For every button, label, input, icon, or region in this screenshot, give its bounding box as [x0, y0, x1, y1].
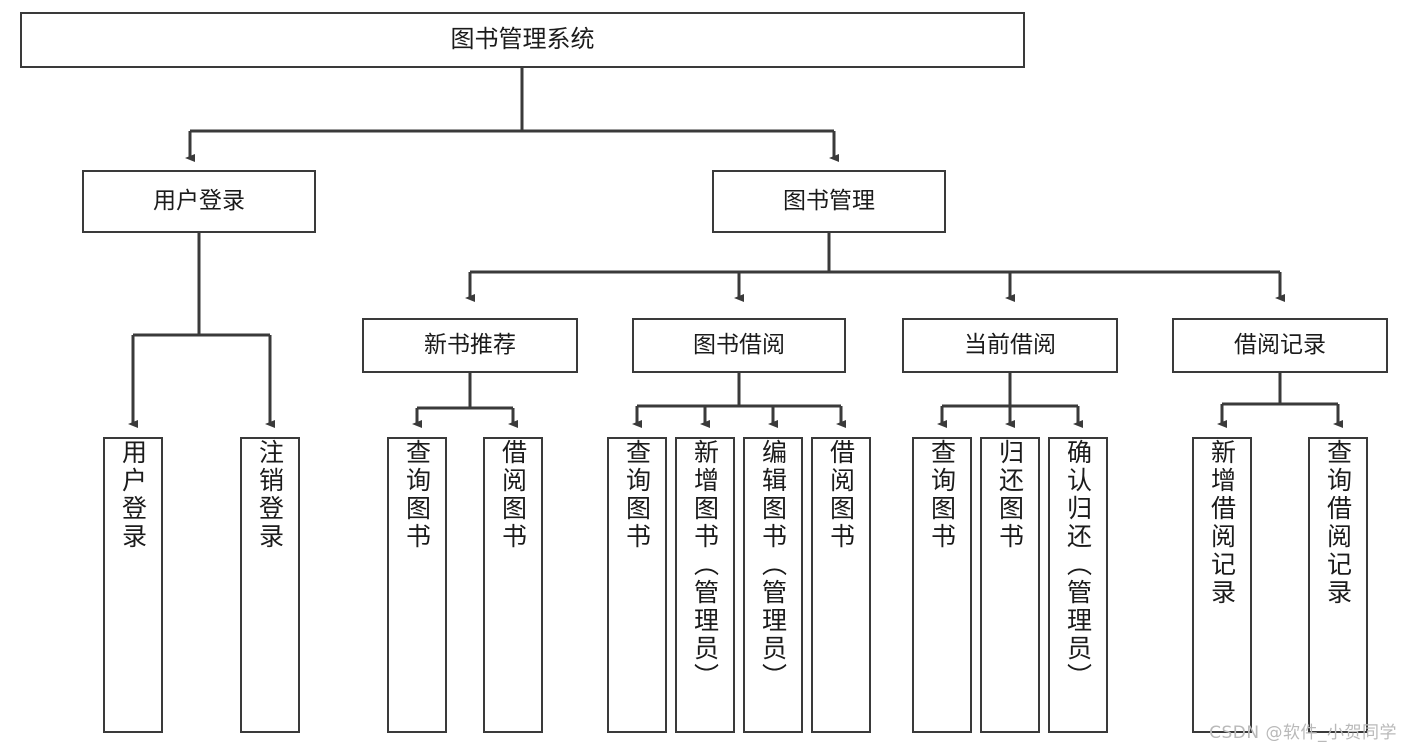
node-label: 用户登录 — [118, 439, 148, 551]
node-label: 图书管理系统 — [450, 25, 595, 54]
node-borrow-record[interactable]: 借阅记录 — [1172, 318, 1388, 373]
leaf-add-borrow-record[interactable]: 新增借阅记录 — [1192, 437, 1252, 733]
node-label: 归还图书 — [995, 439, 1025, 551]
node-label: 当前借阅 — [964, 332, 1056, 359]
node-book-management[interactable]: 图书管理 — [712, 170, 946, 233]
node-label: 确认归还（管理员） — [1063, 439, 1093, 691]
node-new-book-recommendation[interactable]: 新书推荐 — [362, 318, 578, 373]
node-label: 新书推荐 — [424, 332, 516, 359]
node-root-book-management-system[interactable]: 图书管理系统 — [20, 12, 1025, 68]
leaf-borrow-book[interactable]: 借阅图书 — [811, 437, 871, 733]
node-label: 借阅图书 — [498, 439, 528, 551]
node-label: 借阅图书 — [826, 439, 856, 551]
leaf-confirm-return-admin[interactable]: 确认归还（管理员） — [1048, 437, 1108, 733]
leaf-logout[interactable]: 注销登录 — [240, 437, 300, 733]
leaf-query-book-current[interactable]: 查询图书 — [912, 437, 972, 733]
leaf-borrow-book-new[interactable]: 借阅图书 — [483, 437, 543, 733]
node-current-borrowing[interactable]: 当前借阅 — [902, 318, 1118, 373]
leaf-edit-book-admin[interactable]: 编辑图书（管理员） — [743, 437, 803, 733]
leaf-query-book-new[interactable]: 查询图书 — [387, 437, 447, 733]
leaf-return-book[interactable]: 归还图书 — [980, 437, 1040, 733]
leaf-query-book-borrow[interactable]: 查询图书 — [607, 437, 667, 733]
leaf-query-borrow-record[interactable]: 查询借阅记录 — [1308, 437, 1368, 733]
leaf-user-login[interactable]: 用户登录 — [103, 437, 163, 733]
leaf-add-book-admin[interactable]: 新增图书（管理员） — [675, 437, 735, 733]
node-book-borrowing[interactable]: 图书借阅 — [632, 318, 846, 373]
node-label: 查询借阅记录 — [1323, 439, 1353, 607]
node-label: 查询图书 — [622, 439, 652, 551]
node-label: 查询图书 — [927, 439, 957, 551]
node-label: 编辑图书（管理员） — [758, 439, 788, 691]
node-label: 图书借阅 — [693, 332, 785, 359]
node-label: 查询图书 — [402, 439, 432, 551]
node-label: 新增借阅记录 — [1207, 439, 1237, 607]
watermark: CSDN @软件_小贺同学 — [1209, 723, 1397, 743]
node-label: 新增图书（管理员） — [690, 439, 720, 691]
node-user-login[interactable]: 用户登录 — [82, 170, 316, 233]
node-label: 用户登录 — [153, 188, 245, 215]
node-label: 借阅记录 — [1234, 332, 1326, 359]
node-label: 注销登录 — [255, 439, 285, 551]
node-label: 图书管理 — [783, 188, 875, 215]
